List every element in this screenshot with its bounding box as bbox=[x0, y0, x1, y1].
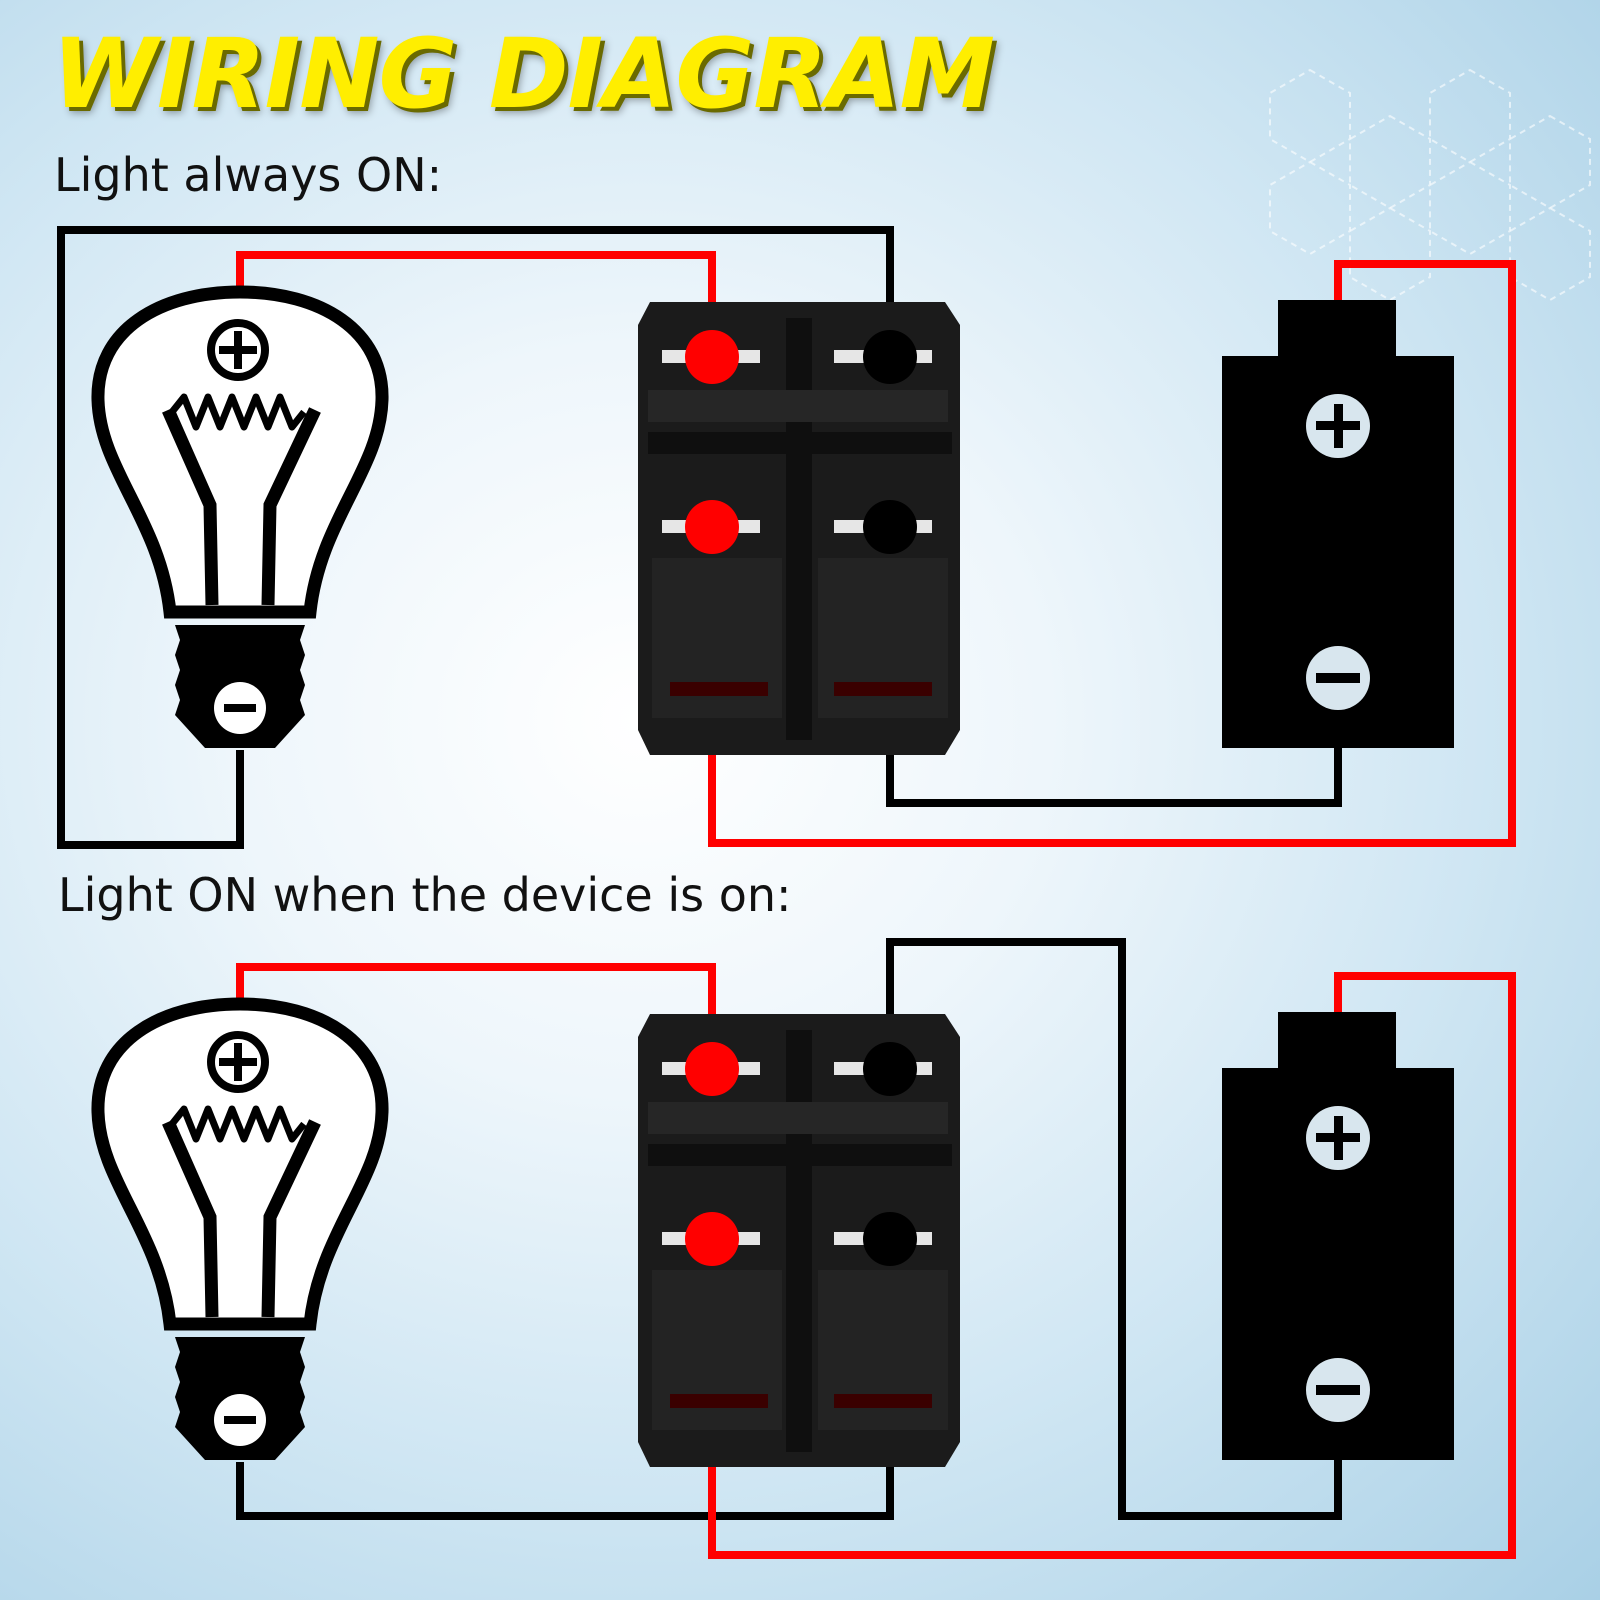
light-bulb-icon bbox=[98, 292, 382, 748]
battery-icon bbox=[1222, 300, 1454, 748]
section-label-device-on: Light ON when the device is on: bbox=[58, 868, 792, 922]
switch-terminals-top bbox=[685, 330, 917, 554]
page-title: WIRING DIAGRAM bbox=[52, 18, 995, 130]
battery-icon bbox=[1222, 1012, 1454, 1460]
light-bulb-icon bbox=[98, 1004, 382, 1460]
diagram-light-always-on bbox=[57, 226, 1516, 849]
section-label-always-on: Light always ON: bbox=[54, 148, 443, 202]
switch-terminals-bottom bbox=[685, 1042, 917, 1266]
diagram-light-on-with-device bbox=[98, 938, 1516, 1559]
